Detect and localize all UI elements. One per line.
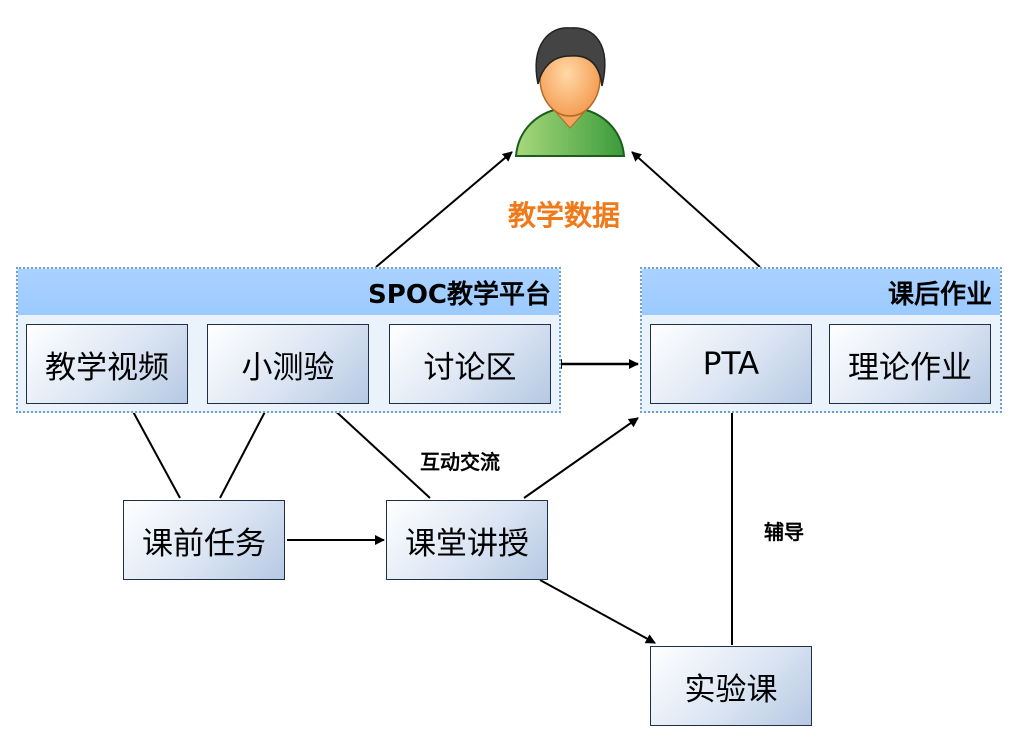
node-quiz: 小测验 <box>207 324 369 404</box>
homework-title: 课后作业 <box>642 269 1000 315</box>
node-theory-homework: 理论作业 <box>829 324 991 404</box>
spoc-platform-title: SPOC教学平台 <box>18 269 559 315</box>
node-lab: 实验课 <box>650 646 812 726</box>
tutoring-label: 辅导 <box>764 520 804 544</box>
line-video-pretask <box>129 405 181 499</box>
arrow-lecture-to-homework <box>523 417 639 499</box>
arrow-spoc-to-data <box>375 151 513 268</box>
node-teaching-video: 教学视频 <box>26 324 188 404</box>
teaching-data-label: 教学数据 <box>508 199 621 232</box>
arrow-lecture-to-lab <box>539 579 656 644</box>
line-quiz-lecture <box>329 405 431 499</box>
node-pre-class-task: 课前任务 <box>123 500 285 580</box>
interaction-label: 互动交流 <box>420 450 500 474</box>
user-icon <box>512 24 628 164</box>
node-pta: PTA <box>650 324 812 404</box>
line-quiz-pretask <box>219 405 269 499</box>
arrow-homework-to-data <box>631 151 761 268</box>
node-lecture: 课堂讲授 <box>386 500 548 580</box>
node-discussion: 讨论区 <box>389 324 551 404</box>
